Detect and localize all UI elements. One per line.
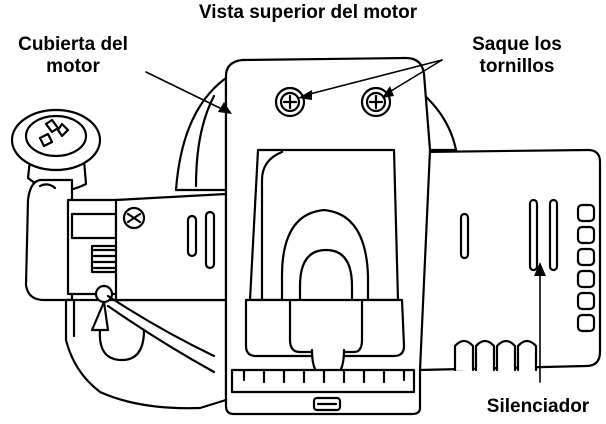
main-cover: [224, 56, 432, 416]
crankcase: [64, 298, 228, 410]
muffler-label: Silenciador: [486, 396, 590, 417]
arrowheads: [218, 86, 546, 276]
muffler-vent-slots: [459, 198, 559, 272]
engine-cover-label-line1: Cubierta del: [18, 34, 128, 55]
diagram-title: Vista superior del motor: [198, 2, 418, 23]
muffler: [418, 148, 602, 372]
engine-cover-label-line2: motor: [46, 56, 100, 77]
leader-lines: [145, 59, 541, 383]
muffler-cooling-fins: [576, 203, 596, 333]
leader-line-engine-cover: [145, 71, 229, 113]
muffler-bottom-ribs: [453, 339, 538, 372]
remove-screws-label-line1: Saque los: [472, 34, 562, 55]
fuel-cap: [10, 108, 102, 192]
leader-line-screw-left: [301, 59, 443, 97]
screw-right: [360, 86, 392, 118]
engine-cover-label: Cubierta del motor: [0, 34, 146, 78]
remove-screws-label-line2: tornillos: [479, 56, 555, 77]
air-filter-bracket: [114, 192, 228, 302]
leader-line-screw-right: [385, 59, 443, 95]
screw-left: [274, 86, 306, 118]
fuel-tank: [24, 178, 74, 302]
remove-screws-label: Saque los tornillos: [452, 34, 582, 78]
